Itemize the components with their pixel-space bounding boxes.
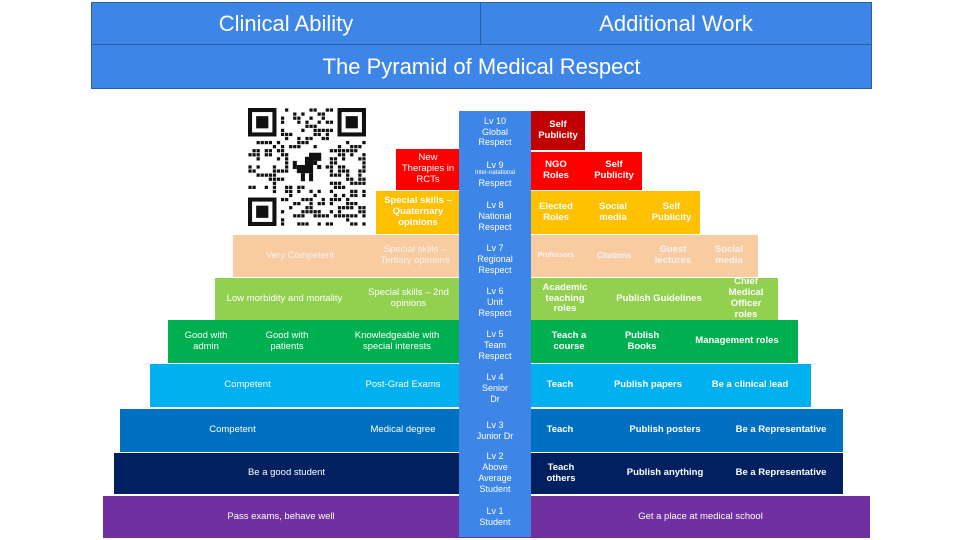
lv2-right-text-2: Publish anything xyxy=(626,467,704,479)
lv5-right-text-3: Management roles xyxy=(695,335,779,347)
band-lv9-left xyxy=(396,149,459,190)
lv4-right-text-2: Publish papers xyxy=(613,379,683,391)
lv7-right-text-3: Guest lectures xyxy=(654,244,692,266)
lv3-right-text-2: Publish posters xyxy=(629,424,701,436)
lv5-right-text-2: Publish Books xyxy=(624,329,660,352)
lv6-right-text-1: Academic teaching roles xyxy=(542,281,588,315)
lv9-right-text-1: NGO Roles xyxy=(543,159,569,181)
lv3-right-text-1: Teach xyxy=(546,424,574,436)
lv9-left-text: New Therapies in RCTs xyxy=(401,152,455,185)
lv7-right-text-2: Citations xyxy=(596,251,632,261)
lv5-left-text-2: Good with patients xyxy=(265,329,309,352)
band-lv10-right xyxy=(531,111,585,150)
lv8-right-text-3: Self Publicity xyxy=(651,200,692,223)
lv2-right-text-3: Be a Representative xyxy=(735,467,827,479)
lv5-left-text-3: Knowledgeable with special interests xyxy=(354,329,440,352)
lv4-left-text-1: Competent xyxy=(224,379,271,391)
band-lv9-right xyxy=(531,152,642,190)
band-lv8-left xyxy=(376,191,459,234)
lv5-left-text-1: Good with admin xyxy=(184,329,228,352)
lv3-left-text-1: Competent xyxy=(209,424,256,436)
lv3-right-text-3: Be a Representative xyxy=(735,424,827,436)
header-clinical-ability: Clinical Ability xyxy=(91,2,481,45)
lv4-right-text-3: Be a clinical lead xyxy=(711,379,789,391)
header-additional-work: Additional Work xyxy=(480,2,872,45)
lv9-right-text-2: Self Publicity xyxy=(594,159,634,181)
lv7-left-text-1: Very Competent xyxy=(265,249,335,261)
lv8-right-text-1: Elected Roles xyxy=(539,200,573,223)
lv6-right-text-3: Chief Medical Officer roles xyxy=(728,276,764,320)
lv5-right-text-1: Teach a course xyxy=(551,329,587,352)
lv6-left-text-1: Low morbidity and mortality xyxy=(226,292,343,304)
lv1-left-text: Pass exams, behave well xyxy=(227,510,335,522)
qr-code-icon xyxy=(248,108,366,226)
lv8-right-text-2: Social media xyxy=(599,200,627,223)
lv7-right-text-1: Professors xyxy=(537,251,575,259)
lv1-right-text: Get a place at medical school xyxy=(638,510,763,522)
lv4-left-text-2: Post-Grad Exams xyxy=(365,379,441,391)
lv6-right-text-2: Publish Guidelines xyxy=(616,292,702,304)
lv10-right-text: Self Publicity xyxy=(538,118,578,141)
lv6-left-text-2: Special skills – 2nd opinions xyxy=(368,287,449,309)
level-spine xyxy=(459,111,531,537)
lv4-right-text-1: Teach xyxy=(546,379,574,391)
lv2-right-text-1: Teach others xyxy=(546,461,576,484)
band-lv8-right xyxy=(531,191,700,234)
lv2-left-text: Be a good student xyxy=(247,467,326,479)
lv7-right-text-4: Social media xyxy=(715,244,743,266)
lv7-left-text-2: Special skills – Tertiary opinions xyxy=(380,244,450,266)
lv8-left-text: Special skills – Quaternary opinions xyxy=(384,195,452,228)
page-title: The Pyramid of Medical Respect xyxy=(91,44,872,89)
lv3-left-text-2: Medical degree xyxy=(370,424,436,436)
